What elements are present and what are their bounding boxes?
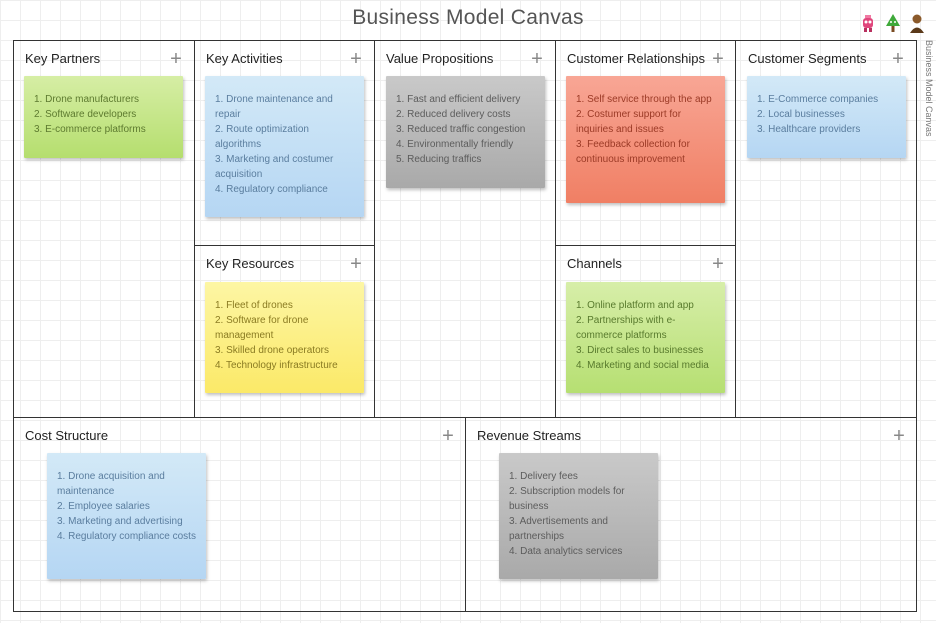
canvas-border-top [13,40,917,41]
note-item: 2. Software for drone management [215,315,309,341]
board-side-label: Business Model Canvas [924,40,934,137]
note-item: 4. Data analytics services [509,546,623,557]
customer-relationships-note[interactable]: 1. Self service through the app 2. Costu… [566,76,725,203]
note-item: 1. Fleet of drones [215,300,293,311]
note-item: 2. Route optimization algorithms [215,124,309,150]
brown-person-avatar[interactable] [908,12,926,34]
note-item: 3. Advertisements and partnerships [509,516,608,542]
note-item: 4. Environmentally friendly [396,139,514,150]
business-model-canvas: Key Partners + 1. Drone manufacturers 2.… [13,40,917,612]
key-resources-add-button[interactable]: + [350,253,362,275]
canvas-divider-v3 [555,40,556,417]
value-propositions-add-button[interactable]: + [531,48,543,70]
key-partners-note[interactable]: 1. Drone manufacturers 2. Software devel… [24,76,183,158]
channels-title: Channels [567,256,622,271]
cost-structure-add-button[interactable]: + [442,425,454,447]
note-item: 1. Drone acquisition and maintenance [57,471,165,497]
revenue-streams-note[interactable]: 1. Delivery fees 2. Subscription models … [499,453,658,579]
note-item: 2. Partnerships with e-commerce platform… [576,315,676,341]
note-item: 2. Subscription models for business [509,486,625,512]
note-item: 3. Skilled drone operators [215,345,329,356]
note-item: 1. Drone manufacturers [34,94,140,105]
canvas-divider-v2 [374,40,375,417]
channels-add-button[interactable]: + [712,253,724,275]
canvas-divider-activities-resources [194,245,375,246]
customer-relationships-add-button[interactable]: + [712,48,724,70]
key-partners-add-button[interactable]: + [170,48,182,70]
customer-segments-note[interactable]: 1. E-Commerce companies 2. Local busines… [747,76,906,158]
note-item: 3. Reduced traffic congestion [396,124,526,135]
note-item: 1. Self service through the app [576,94,712,105]
note-item: 1. E-Commerce companies [757,94,879,105]
pink-creature-avatar[interactable] [859,12,877,34]
note-item: 3. E-commerce platforms [34,124,146,135]
note-item: 1. Drone maintenance and repair [215,94,333,120]
note-item: 2. Costumer support for inquiries and is… [576,109,682,135]
note-item: 4. Technology infrastructure [215,360,338,371]
customer-segments-title: Customer Segments [748,51,867,66]
cost-structure-title: Cost Structure [25,428,109,443]
note-item: 5. Reducing traffics [396,154,482,165]
key-partners-title: Key Partners [25,51,101,66]
note-item: 2. Software developers [34,109,137,120]
cost-structure-note[interactable]: 1. Drone acquisition and maintenance 2. … [47,453,206,579]
canvas-divider-relationships-channels [555,245,736,246]
note-item: 3. Marketing and costumer acquisition [215,154,334,180]
channels-note[interactable]: 1. Online platform and app 2. Partnershi… [566,282,725,393]
note-item: 2. Local businesses [757,109,845,120]
key-resources-title: Key Resources [206,256,295,271]
green-tree-avatar[interactable] [884,12,902,34]
note-item: 3. Direct sales to businesses [576,345,704,356]
note-item: 4. Regulatory compliance [215,184,328,195]
note-item: 3. Healthcare providers [757,124,861,135]
note-item: 1. Delivery fees [509,471,578,482]
canvas-divider-bottom [465,417,466,612]
canvas-border-right [916,40,917,612]
note-item: 4. Marketing and social media [576,360,709,371]
note-item: 1. Fast and efficient delivery [396,94,521,105]
revenue-streams-title: Revenue Streams [477,428,582,443]
revenue-streams-add-button[interactable]: + [893,425,905,447]
canvas-border-left [13,40,14,612]
note-item: 2. Reduced delivery costs [396,109,511,120]
board-title: Business Model Canvas [352,6,584,29]
key-resources-note[interactable]: 1. Fleet of drones 2. Software for drone… [205,282,364,393]
note-item: 2. Employee salaries [57,501,150,512]
customer-relationships-title: Customer Relationships [567,51,706,66]
note-item: 3. Feedback collection for continuous im… [576,139,690,165]
collaborator-avatars [856,12,934,34]
value-propositions-title: Value Propositions [386,51,494,66]
key-activities-title: Key Activities [206,51,283,66]
key-activities-add-button[interactable]: + [350,48,362,70]
customer-segments-add-button[interactable]: + [892,48,904,70]
note-item: 1. Online platform and app [576,300,694,311]
note-item: 4. Regulatory compliance costs [57,531,196,542]
canvas-divider-v4 [735,40,736,417]
key-activities-note[interactable]: 1. Drone maintenance and repair 2. Route… [205,76,364,217]
note-item: 3. Marketing and advertising [57,516,183,527]
canvas-divider-v1 [194,40,195,417]
value-propositions-note[interactable]: 1. Fast and efficient delivery 2. Reduce… [386,76,545,188]
